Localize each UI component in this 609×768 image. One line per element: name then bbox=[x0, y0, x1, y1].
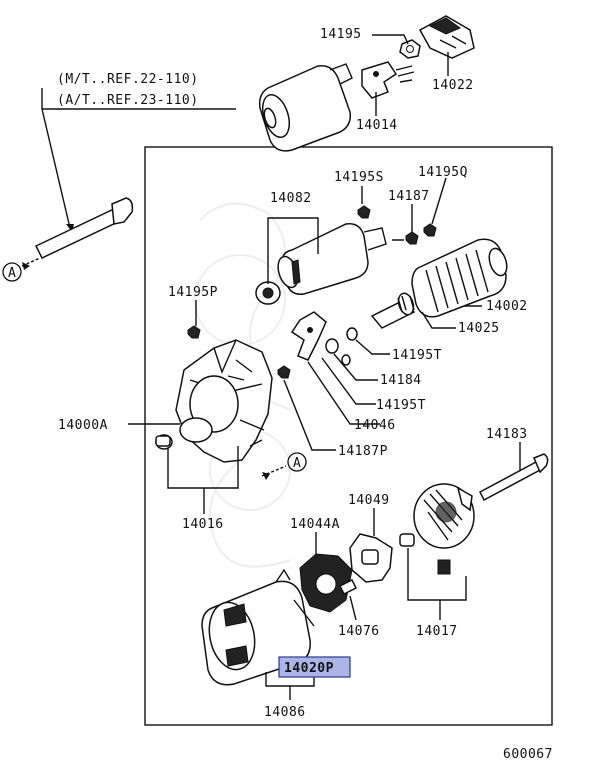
label-14002[interactable]: 14002 bbox=[486, 299, 528, 314]
clip-14195t-a-drawing bbox=[346, 327, 358, 341]
leader-14195t-b bbox=[321, 357, 376, 405]
label-14025[interactable]: 14025 bbox=[458, 321, 500, 336]
label-14195t-b[interactable]: 14195T bbox=[376, 398, 426, 413]
label-14044a[interactable]: 14044A bbox=[290, 517, 340, 532]
screw-14076-drawing bbox=[338, 578, 358, 596]
nut-14195q-drawing bbox=[423, 223, 437, 237]
leader-14046 bbox=[307, 361, 380, 425]
label-14187[interactable]: 14187 bbox=[388, 189, 430, 204]
leader-14187p bbox=[283, 379, 336, 451]
bolt-14183-drawing bbox=[479, 453, 549, 502]
callout-a-inside-text: A bbox=[293, 456, 301, 471]
leader-14195-top bbox=[372, 34, 409, 45]
label-14000a[interactable]: 14000A bbox=[58, 418, 108, 433]
ref-automatic-transmission[interactable]: (A/T..REF.23-110) bbox=[57, 93, 199, 108]
label-14022[interactable]: 14022 bbox=[432, 78, 474, 93]
leader-14187 bbox=[392, 204, 413, 241]
leader-14017 bbox=[407, 548, 467, 620]
label-14195q[interactable]: 14195Q bbox=[418, 165, 468, 180]
label-14195s[interactable]: 14195S bbox=[334, 170, 384, 185]
label-14017[interactable]: 14017 bbox=[416, 624, 458, 639]
label-14086[interactable]: 14086 bbox=[264, 705, 306, 720]
nut-14187-drawing bbox=[405, 231, 419, 245]
callout-a-inside: A bbox=[261, 452, 307, 480]
nut-14195-top-drawing bbox=[399, 39, 421, 59]
callout-a-left: A bbox=[2, 257, 41, 282]
bracket-14014-drawing bbox=[361, 61, 415, 99]
leader-14184 bbox=[333, 353, 378, 381]
label-14014[interactable]: 14014 bbox=[356, 118, 398, 133]
leader-14195t-a bbox=[355, 339, 390, 355]
leader-14076 bbox=[349, 595, 357, 621]
armature-14002-drawing bbox=[411, 238, 508, 318]
label-14187p[interactable]: 14187P bbox=[338, 444, 388, 459]
through-bolt-drawing bbox=[34, 197, 134, 259]
plunger-drawing bbox=[255, 281, 281, 305]
ref-manual-transmission[interactable]: (M/T..REF.22-110) bbox=[57, 72, 199, 87]
nut-14195p-drawing bbox=[187, 325, 201, 339]
label-14082[interactable]: 14082 bbox=[270, 191, 312, 206]
leader-14195q bbox=[431, 177, 447, 225]
label-14184[interactable]: 14184 bbox=[380, 373, 422, 388]
label-14076[interactable]: 14076 bbox=[338, 624, 380, 639]
callout-a-left-text: A bbox=[8, 266, 16, 281]
label-14046[interactable]: 14046 bbox=[354, 418, 396, 433]
brush-holder-14049-drawing bbox=[349, 533, 393, 583]
label-14183[interactable]: 14183 bbox=[486, 427, 528, 442]
plate-14044a-drawing bbox=[299, 553, 353, 613]
cover-14022-drawing bbox=[418, 15, 475, 59]
grommet-drawing bbox=[399, 533, 451, 575]
ref-leader bbox=[41, 88, 71, 229]
leader-14016 bbox=[167, 446, 239, 514]
solenoid-top-drawing bbox=[258, 63, 353, 152]
rear-cover-14017-drawing bbox=[413, 483, 475, 549]
leader-14082 bbox=[267, 217, 319, 284]
highlight-14020p bbox=[278, 656, 351, 678]
diagram-id: 600067 bbox=[503, 747, 553, 762]
label-14049[interactable]: 14049 bbox=[348, 493, 390, 508]
label-14195t-a[interactable]: 14195T bbox=[392, 348, 442, 363]
nut-14195s-drawing bbox=[357, 205, 371, 219]
front-housing-drawing bbox=[175, 339, 273, 463]
bushing-14016-drawing bbox=[155, 434, 173, 450]
label-14020p[interactable]: 14020P bbox=[284, 661, 334, 676]
label-14195-top[interactable]: 14195 bbox=[320, 27, 362, 42]
label-14195p[interactable]: 14195P bbox=[168, 285, 218, 300]
nut-14187p-drawing bbox=[277, 365, 291, 379]
label-14016[interactable]: 14016 bbox=[182, 517, 224, 532]
lever-14046-drawing bbox=[290, 311, 327, 361]
pinion-14025-drawing bbox=[370, 292, 416, 329]
assembly-frame bbox=[144, 146, 553, 726]
leader-14086 bbox=[265, 672, 315, 700]
leader-14025 bbox=[421, 311, 456, 329]
clip-14195t-b-drawing bbox=[341, 354, 351, 366]
spring-14184-drawing bbox=[325, 338, 339, 354]
solenoid-14082-drawing bbox=[277, 223, 387, 295]
